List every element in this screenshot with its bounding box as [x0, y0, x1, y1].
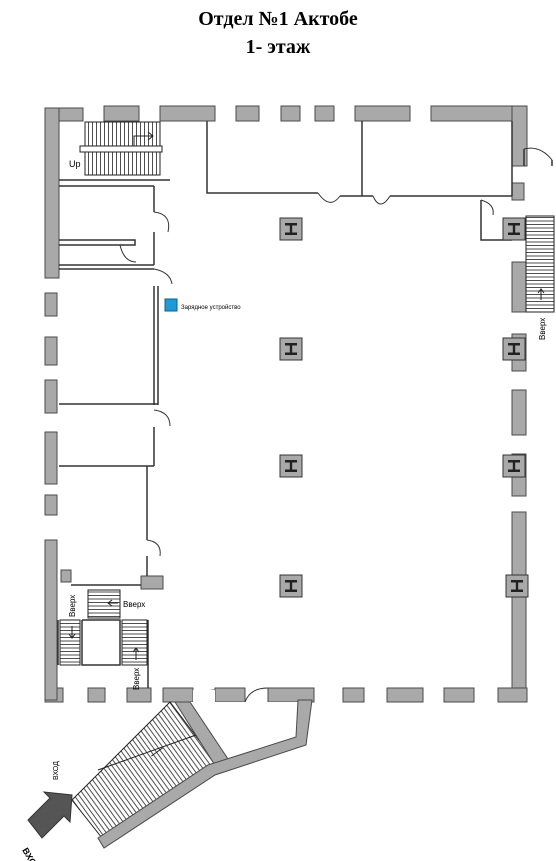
up-label-bottom-landing: Вверх	[123, 600, 145, 609]
i-beam-column-icon	[279, 454, 303, 478]
i-beam-column-icon	[502, 217, 526, 241]
up-label-bottom-left: Вверх	[68, 595, 77, 617]
plan-title: Отдел №1 Актобе	[198, 8, 358, 30]
entrance-arrow-icon	[27, 791, 73, 839]
plan-floor-subtitle: 1- этаж	[245, 36, 311, 58]
charger-square-icon	[164, 298, 178, 312]
i-beam-column-icon	[505, 574, 529, 598]
up-label-top-left: Up	[69, 159, 81, 169]
staircase-bottom-left	[59, 589, 148, 666]
up-label-right: Вверх	[538, 318, 547, 340]
staircase-top-left	[79, 121, 163, 176]
svg-text:ВХОД: ВХОД	[53, 761, 60, 780]
i-beam-column-icon	[279, 574, 303, 598]
charger-label: Зарядное устройство	[181, 304, 241, 311]
columns	[279, 217, 529, 598]
entrance-porch: ВХОД	[53, 690, 313, 849]
i-beam-column-icon	[502, 454, 526, 478]
i-beam-column-icon	[502, 337, 526, 361]
i-beam-column-icon	[279, 217, 303, 241]
interior-walls	[57, 121, 553, 703]
i-beam-column-icon	[279, 337, 303, 361]
entrance-label: ВХОД	[20, 846, 42, 861]
staircase-right	[525, 215, 555, 313]
up-label-bottom-right: Вверх	[132, 668, 141, 690]
